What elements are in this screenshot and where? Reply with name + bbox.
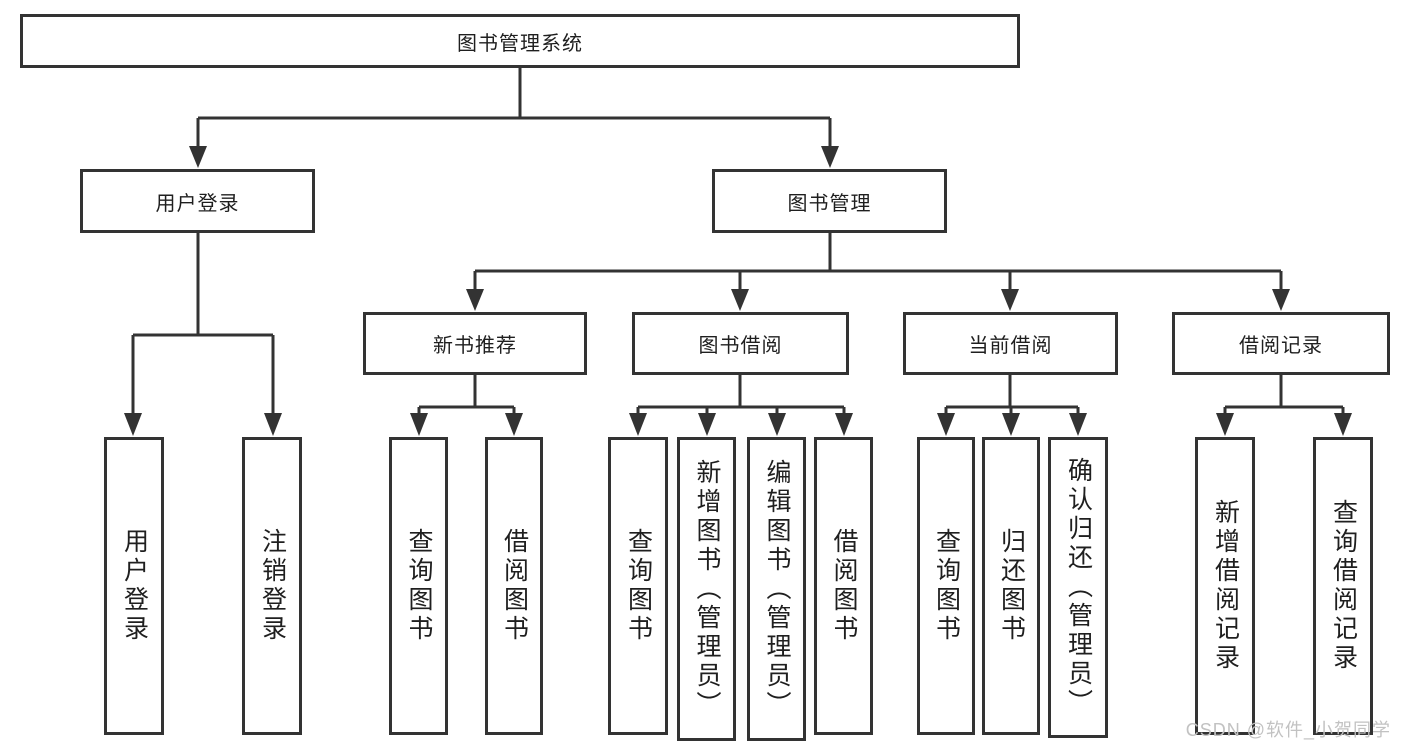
node-book-borrow: 图书借阅 — [632, 312, 849, 375]
connector-current-borrow-to-leaves — [937, 375, 1087, 436]
connector-book-borrow-to-leaves — [629, 375, 853, 436]
connector-user-login-to-leaves — [124, 233, 282, 436]
leaf-bb-edit-book-label: 编辑图书（管理员） — [763, 458, 791, 720]
node-user-login-label: 用户登录 — [155, 192, 240, 215]
node-root-label: 图书管理系统 — [457, 32, 583, 55]
leaf-br-add-record: 新增借阅记录 — [1195, 437, 1255, 735]
leaf-br-query-record: 查询借阅记录 — [1313, 437, 1373, 735]
node-root: 图书管理系统 — [20, 14, 1020, 68]
leaf-bb-add-book-label: 新增图书（管理员） — [693, 458, 721, 720]
node-book-borrow-label: 图书借阅 — [698, 335, 783, 357]
leaf-br-query-record-label: 查询借阅记录 — [1329, 499, 1358, 673]
leaf-nbr-query-book: 查询图书 — [389, 437, 448, 735]
leaf-logout: 注销登录 — [242, 437, 302, 735]
node-new-book-recommend: 新书推荐 — [363, 312, 587, 375]
leaf-user-login: 用户登录 — [104, 437, 164, 735]
watermark-text: CSDN @软件_小贺同学 — [1185, 720, 1391, 740]
connector-root-to-level2 — [189, 68, 839, 168]
leaf-user-login-label: 用户登录 — [120, 528, 149, 644]
leaf-cb-return-book: 归还图书 — [982, 437, 1040, 735]
leaf-bb-query-book-label: 查询图书 — [624, 528, 653, 644]
leaf-cb-confirm-return-label: 确认归还（管理员） — [1064, 457, 1093, 718]
node-new-book-recommend-label: 新书推荐 — [433, 335, 517, 357]
leaf-bb-borrow-book: 借阅图书 — [814, 437, 873, 735]
leaf-bb-edit-book: 编辑图书（管理员） — [747, 437, 806, 741]
node-book-management: 图书管理 — [712, 169, 947, 233]
node-borrow-records-label: 借阅记录 — [1239, 335, 1323, 357]
node-current-borrow: 当前借阅 — [903, 312, 1118, 375]
leaf-bb-add-book: 新增图书（管理员） — [677, 437, 736, 741]
leaf-cb-query-book: 查询图书 — [917, 437, 975, 735]
leaf-cb-query-book-label: 查询图书 — [932, 528, 961, 644]
connector-book-management-to-level3 — [466, 233, 1290, 311]
node-borrow-records: 借阅记录 — [1172, 312, 1390, 375]
node-user-login: 用户登录 — [80, 169, 315, 233]
leaf-cb-confirm-return: 确认归还（管理员） — [1048, 437, 1108, 738]
connector-borrow-records-to-leaves — [1216, 375, 1352, 436]
leaf-bb-borrow-book-label: 借阅图书 — [830, 528, 858, 644]
leaf-nbr-borrow-book-label: 借阅图书 — [500, 528, 529, 644]
leaf-bb-query-book: 查询图书 — [608, 437, 668, 735]
leaf-nbr-query-book-label: 查询图书 — [405, 528, 433, 644]
connector-new-book-recommend-to-leaves — [410, 375, 523, 436]
leaf-nbr-borrow-book: 借阅图书 — [485, 437, 543, 735]
leaf-logout-label: 注销登录 — [258, 528, 287, 644]
node-current-borrow-label: 当前借阅 — [968, 335, 1053, 357]
node-book-management-label: 图书管理 — [787, 192, 872, 215]
leaf-cb-return-book-label: 归还图书 — [997, 528, 1026, 644]
leaf-br-add-record-label: 新增借阅记录 — [1211, 499, 1240, 673]
